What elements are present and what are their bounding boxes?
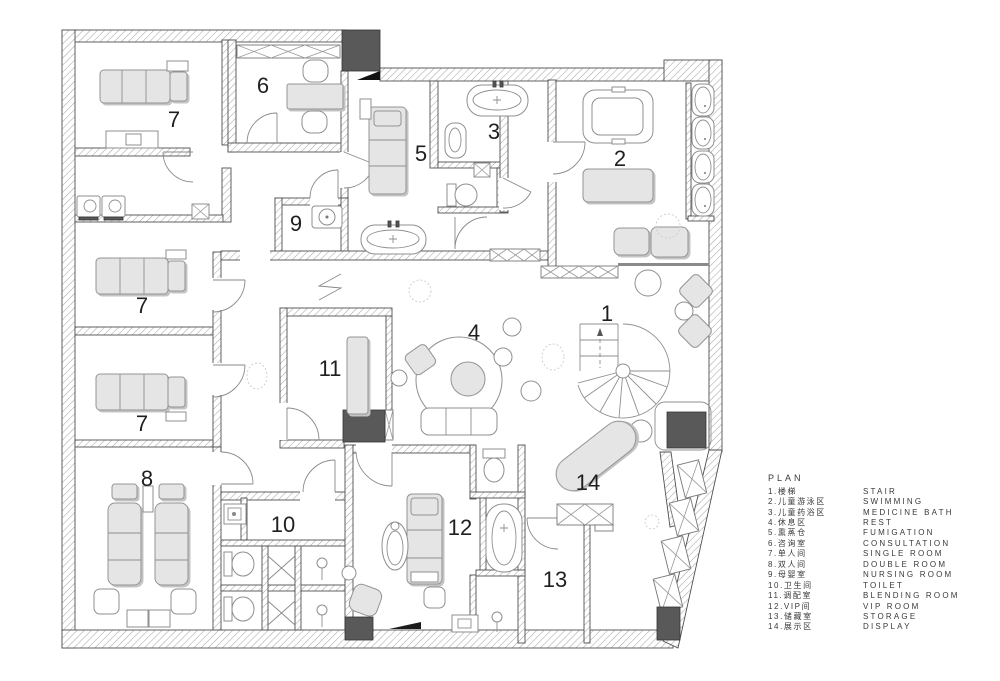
legend-item-cn: 14.展示区 bbox=[768, 622, 813, 632]
legend-item: 4.休息区 REST bbox=[768, 517, 960, 527]
legend-item-cn: 9.母婴室 bbox=[768, 570, 807, 580]
legend-item-en: STORAGE bbox=[863, 611, 918, 621]
room-label: 12 bbox=[448, 515, 472, 540]
legend-item-cn: 1.楼梯 bbox=[768, 486, 798, 496]
legend-item: 8.双人间 DOUBLE ROOM bbox=[768, 559, 960, 569]
legend-item-cn: 3.儿童药浴区 bbox=[768, 507, 826, 517]
spiral-staircase bbox=[577, 323, 671, 419]
room-label: 3 bbox=[488, 119, 500, 144]
legend-item: 7.单人间 SINGLE ROOM bbox=[768, 549, 960, 559]
swimming-pool bbox=[582, 86, 654, 145]
legend-item-cn: 13.储藏室 bbox=[768, 611, 813, 621]
room-label: 1 bbox=[601, 301, 613, 326]
legend-item-cn: 7.单人间 bbox=[768, 549, 807, 559]
legend-item: 10.卫生间 TOILET bbox=[768, 580, 960, 590]
legend-item-en: FUMIGATION bbox=[863, 528, 935, 538]
legend-item-en: REST bbox=[863, 518, 894, 528]
room-label: 10 bbox=[271, 512, 295, 537]
legend-item: 5.熏蒸仓 FUMIGATION bbox=[768, 528, 960, 538]
room-labels: 7 6 5 3 2 9 7 7 11 4 1 8 10 12 13 14 bbox=[136, 73, 626, 592]
nursing-room-basin bbox=[311, 205, 343, 229]
legend-item: 3.儿童药浴区 MEDICINE BATH bbox=[768, 507, 960, 517]
single-room-bed-3 bbox=[95, 373, 187, 422]
room-label: 2 bbox=[614, 146, 626, 171]
room-label: 5 bbox=[415, 141, 427, 166]
medicine-bath-tubs bbox=[444, 80, 529, 207]
bathtub-room5 bbox=[360, 220, 427, 255]
room-label: 11 bbox=[319, 356, 342, 381]
legend-item-cn: 8.双人间 bbox=[768, 559, 807, 569]
columns bbox=[341, 29, 712, 641]
vip-room-furniture bbox=[341, 448, 523, 633]
room-label: 6 bbox=[257, 73, 269, 98]
legend-item-en: SINGLE ROOM bbox=[863, 549, 944, 559]
legend-item-en: TOILET bbox=[863, 580, 905, 590]
room-label: 9 bbox=[290, 211, 302, 236]
legend-item-en: MEDICINE BATH bbox=[863, 507, 954, 517]
display-table bbox=[555, 420, 637, 492]
room-label: 7 bbox=[136, 293, 148, 318]
room-label: 7 bbox=[136, 411, 148, 436]
legend-item-en: VIP ROOM bbox=[863, 601, 921, 611]
toilet-room-fixtures bbox=[223, 503, 328, 627]
legend-item-cn: 2.儿童游泳区 bbox=[768, 497, 826, 507]
legend-item-en: CONSULTATION bbox=[863, 538, 951, 548]
room-label: 14 bbox=[576, 470, 600, 495]
door-openings bbox=[212, 142, 557, 501]
fumigation-bed bbox=[359, 98, 407, 195]
room-label: 8 bbox=[141, 466, 153, 491]
door-swings bbox=[162, 112, 586, 626]
legend-item-en: DISPLAY bbox=[863, 622, 912, 632]
legend-item-en: STAIR bbox=[863, 486, 897, 496]
legend-item-cn: 11.调配室 bbox=[768, 591, 813, 601]
legend-item: 6.咨询室 CONSULTATION bbox=[768, 538, 960, 548]
swimming-room-bed bbox=[582, 168, 689, 258]
legend-item: 2.儿童游泳区 SWIMMING bbox=[768, 496, 960, 506]
legend-item-cn: 5.熏蒸仓 bbox=[768, 528, 807, 538]
baby-bathtub-column bbox=[691, 83, 715, 217]
legend-item: 12.VIP间 VIP ROOM bbox=[768, 601, 960, 611]
washing-machines bbox=[76, 195, 210, 221]
consultation-desk bbox=[286, 59, 344, 134]
legend-item: 9.母婴室 NURSING ROOM bbox=[768, 570, 960, 580]
single-room-bed-2 bbox=[95, 249, 187, 295]
legend-item-cn: 12.VIP间 bbox=[768, 601, 812, 611]
legend-item-en: NURSING ROOM bbox=[863, 570, 954, 580]
legend-item-cn: 6.咨询室 bbox=[768, 538, 807, 548]
legend-item-cn: 4.休息区 bbox=[768, 518, 807, 528]
room-label: 4 bbox=[468, 320, 480, 345]
room-label: 13 bbox=[543, 567, 567, 592]
legend-item: 14.展示区 DISPLAY bbox=[768, 622, 960, 632]
legend-item-en: BLENDING ROOM bbox=[863, 591, 960, 601]
legend-item-en: SWIMMING bbox=[863, 497, 924, 507]
double-room-furniture bbox=[93, 483, 197, 628]
legend-rows: 1.楼梯 STAIR 2.儿童游泳区 SWIMMING 3.儿童药浴区 MEDICINE … bbox=[768, 486, 960, 632]
room-label: 7 bbox=[168, 107, 180, 132]
legend-item-cn: 10.卫生间 bbox=[768, 580, 813, 590]
cabinets bbox=[236, 44, 708, 613]
legend: PLAN 1.楼梯 STAIR 2.儿童游泳区 SWIMMING 3.儿童药浴区 MEDI… bbox=[768, 473, 960, 632]
legend-item: 13.储藏室 STORAGE bbox=[768, 611, 960, 621]
legend-item-en: DOUBLE ROOM bbox=[863, 559, 948, 569]
single-room-bed-1 bbox=[99, 60, 189, 149]
legend-item: 1.楼梯 STAIR bbox=[768, 486, 960, 496]
legend-title: PLAN bbox=[768, 473, 804, 483]
legend-item: 11.调配室 BLENDING ROOM bbox=[768, 590, 960, 600]
blending-table bbox=[346, 336, 369, 415]
rest-area-dome bbox=[390, 279, 503, 436]
